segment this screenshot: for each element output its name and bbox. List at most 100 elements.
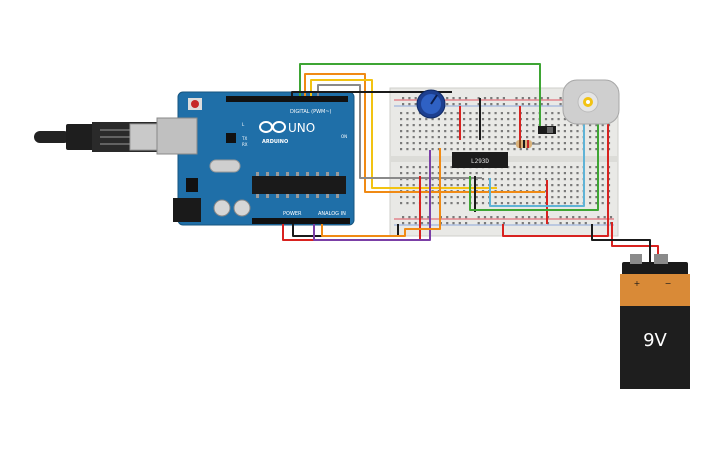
breadboard-hole: [532, 112, 535, 115]
breadboard-hole: [402, 103, 405, 106]
breadboard-hole: [406, 166, 409, 169]
breadboard-hole: [576, 166, 579, 169]
breadboard-hole: [551, 148, 554, 151]
breadboard-hole: [557, 112, 560, 115]
breadboard-hole: [551, 124, 554, 127]
breadboard-hole: [425, 142, 428, 145]
potentiometer: [416, 89, 446, 119]
breadboard-hole: [425, 202, 428, 205]
breadboard-hole: [570, 166, 573, 169]
breadboard-hole: [515, 103, 518, 106]
breadboard-hole: [540, 216, 543, 219]
breadboard-hole: [431, 124, 434, 127]
breadboard-hole: [488, 130, 491, 133]
breadboard-hole: [521, 222, 524, 225]
breadboard-hole: [557, 118, 560, 121]
breadboard-hole: [412, 136, 415, 139]
breadboard-hole: [444, 166, 447, 169]
breadboard-hole: [463, 178, 466, 181]
breadboard-hole: [576, 196, 579, 199]
breadboard-hole: [563, 130, 566, 133]
power-header-label: POWER: [283, 211, 302, 217]
breadboard-hole: [532, 196, 535, 199]
breadboard-hole: [557, 142, 560, 145]
breadboard-hole: [400, 148, 403, 151]
breadboard-hole: [452, 222, 455, 225]
breadboard-hole: [483, 222, 487, 225]
breadboard-hole: [469, 124, 472, 127]
breadboard-hole: [431, 142, 434, 145]
breadboard-hole: [444, 178, 447, 181]
wire-orange-analog: [321, 148, 441, 237]
breadboard-hole: [465, 222, 468, 225]
breadboard-hole: [528, 97, 531, 100]
breadboard-hole: [431, 196, 434, 199]
breadboard-hole: [446, 216, 449, 219]
breadboard-hole: [450, 130, 453, 133]
breadboard-hole: [414, 97, 417, 100]
breadboard-hole: [481, 184, 485, 187]
breadboard-hole: [551, 196, 554, 199]
breadboard-hole: [519, 196, 522, 199]
l-led-label: L: [242, 122, 245, 127]
breadboard-hole: [488, 136, 491, 139]
breadboard-hole: [570, 196, 573, 199]
breadboard-hole: [408, 222, 411, 225]
wire-blue-motor: [489, 118, 585, 207]
breadboard-hole: [406, 196, 409, 199]
breadboard-hole: [528, 222, 531, 225]
breadboard-hole: [563, 190, 566, 193]
breadboard-hole: [519, 166, 522, 169]
breadboard-hole: [515, 97, 518, 100]
breadboard-hole: [488, 112, 491, 115]
breadboard-hole: [500, 130, 503, 133]
breadboard-hole: [490, 222, 493, 225]
breadboard-hole: [532, 178, 535, 181]
breadboard-hole: [532, 136, 535, 139]
breadboard-hole: [431, 178, 434, 181]
breadboard-hole: [456, 148, 459, 151]
breadboard-hole: [513, 202, 516, 205]
breadboard-hole: [406, 136, 409, 139]
breadboard-hole: [425, 136, 428, 139]
breadboard-hole: [526, 124, 529, 127]
breadboard-hole: [601, 166, 604, 169]
analog-header-label: ANALOG IN: [318, 211, 346, 217]
breadboard-hole: [481, 118, 485, 121]
breadboard-hole: [589, 124, 592, 127]
breadboard-hole: [431, 166, 434, 169]
breadboard-hole: [494, 196, 497, 199]
breadboard-hole: [502, 103, 505, 106]
breadboard-hole: [406, 118, 409, 121]
breadboard-hole: [538, 172, 541, 175]
breadboard-hole: [597, 216, 600, 219]
breadboard-hole: [481, 112, 485, 115]
breadboard-hole: [494, 118, 497, 121]
breadboard-hole: [576, 184, 579, 187]
breadboard-hole: [406, 202, 409, 205]
breadboard-hole: [469, 118, 472, 121]
breadboard-hole: [544, 136, 548, 139]
breadboard-hole: [412, 142, 415, 145]
breadboard-hole: [481, 124, 485, 127]
breadboard-hole: [557, 178, 560, 181]
breadboard-hole: [559, 216, 562, 219]
breadboard-hole: [406, 142, 409, 145]
breadboard-hole: [534, 97, 537, 100]
breadboard-hole: [425, 166, 428, 169]
breadboard-hole: [450, 124, 453, 127]
breadboard-hole: [538, 142, 541, 145]
breadboard-hole: [406, 148, 409, 151]
on-led-label: ON: [341, 134, 347, 139]
board-model: UNO: [288, 121, 315, 135]
battery-minus-label: −: [665, 279, 672, 288]
breadboard-hole: [425, 148, 428, 151]
breadboard-hole: [557, 130, 560, 133]
breadboard-hole: [513, 124, 516, 127]
breadboard-hole: [488, 142, 491, 145]
breadboard-hole: [601, 196, 604, 199]
breadboard-hole: [589, 196, 592, 199]
breadboard-hole: [463, 202, 466, 205]
breadboard-hole: [534, 216, 537, 219]
